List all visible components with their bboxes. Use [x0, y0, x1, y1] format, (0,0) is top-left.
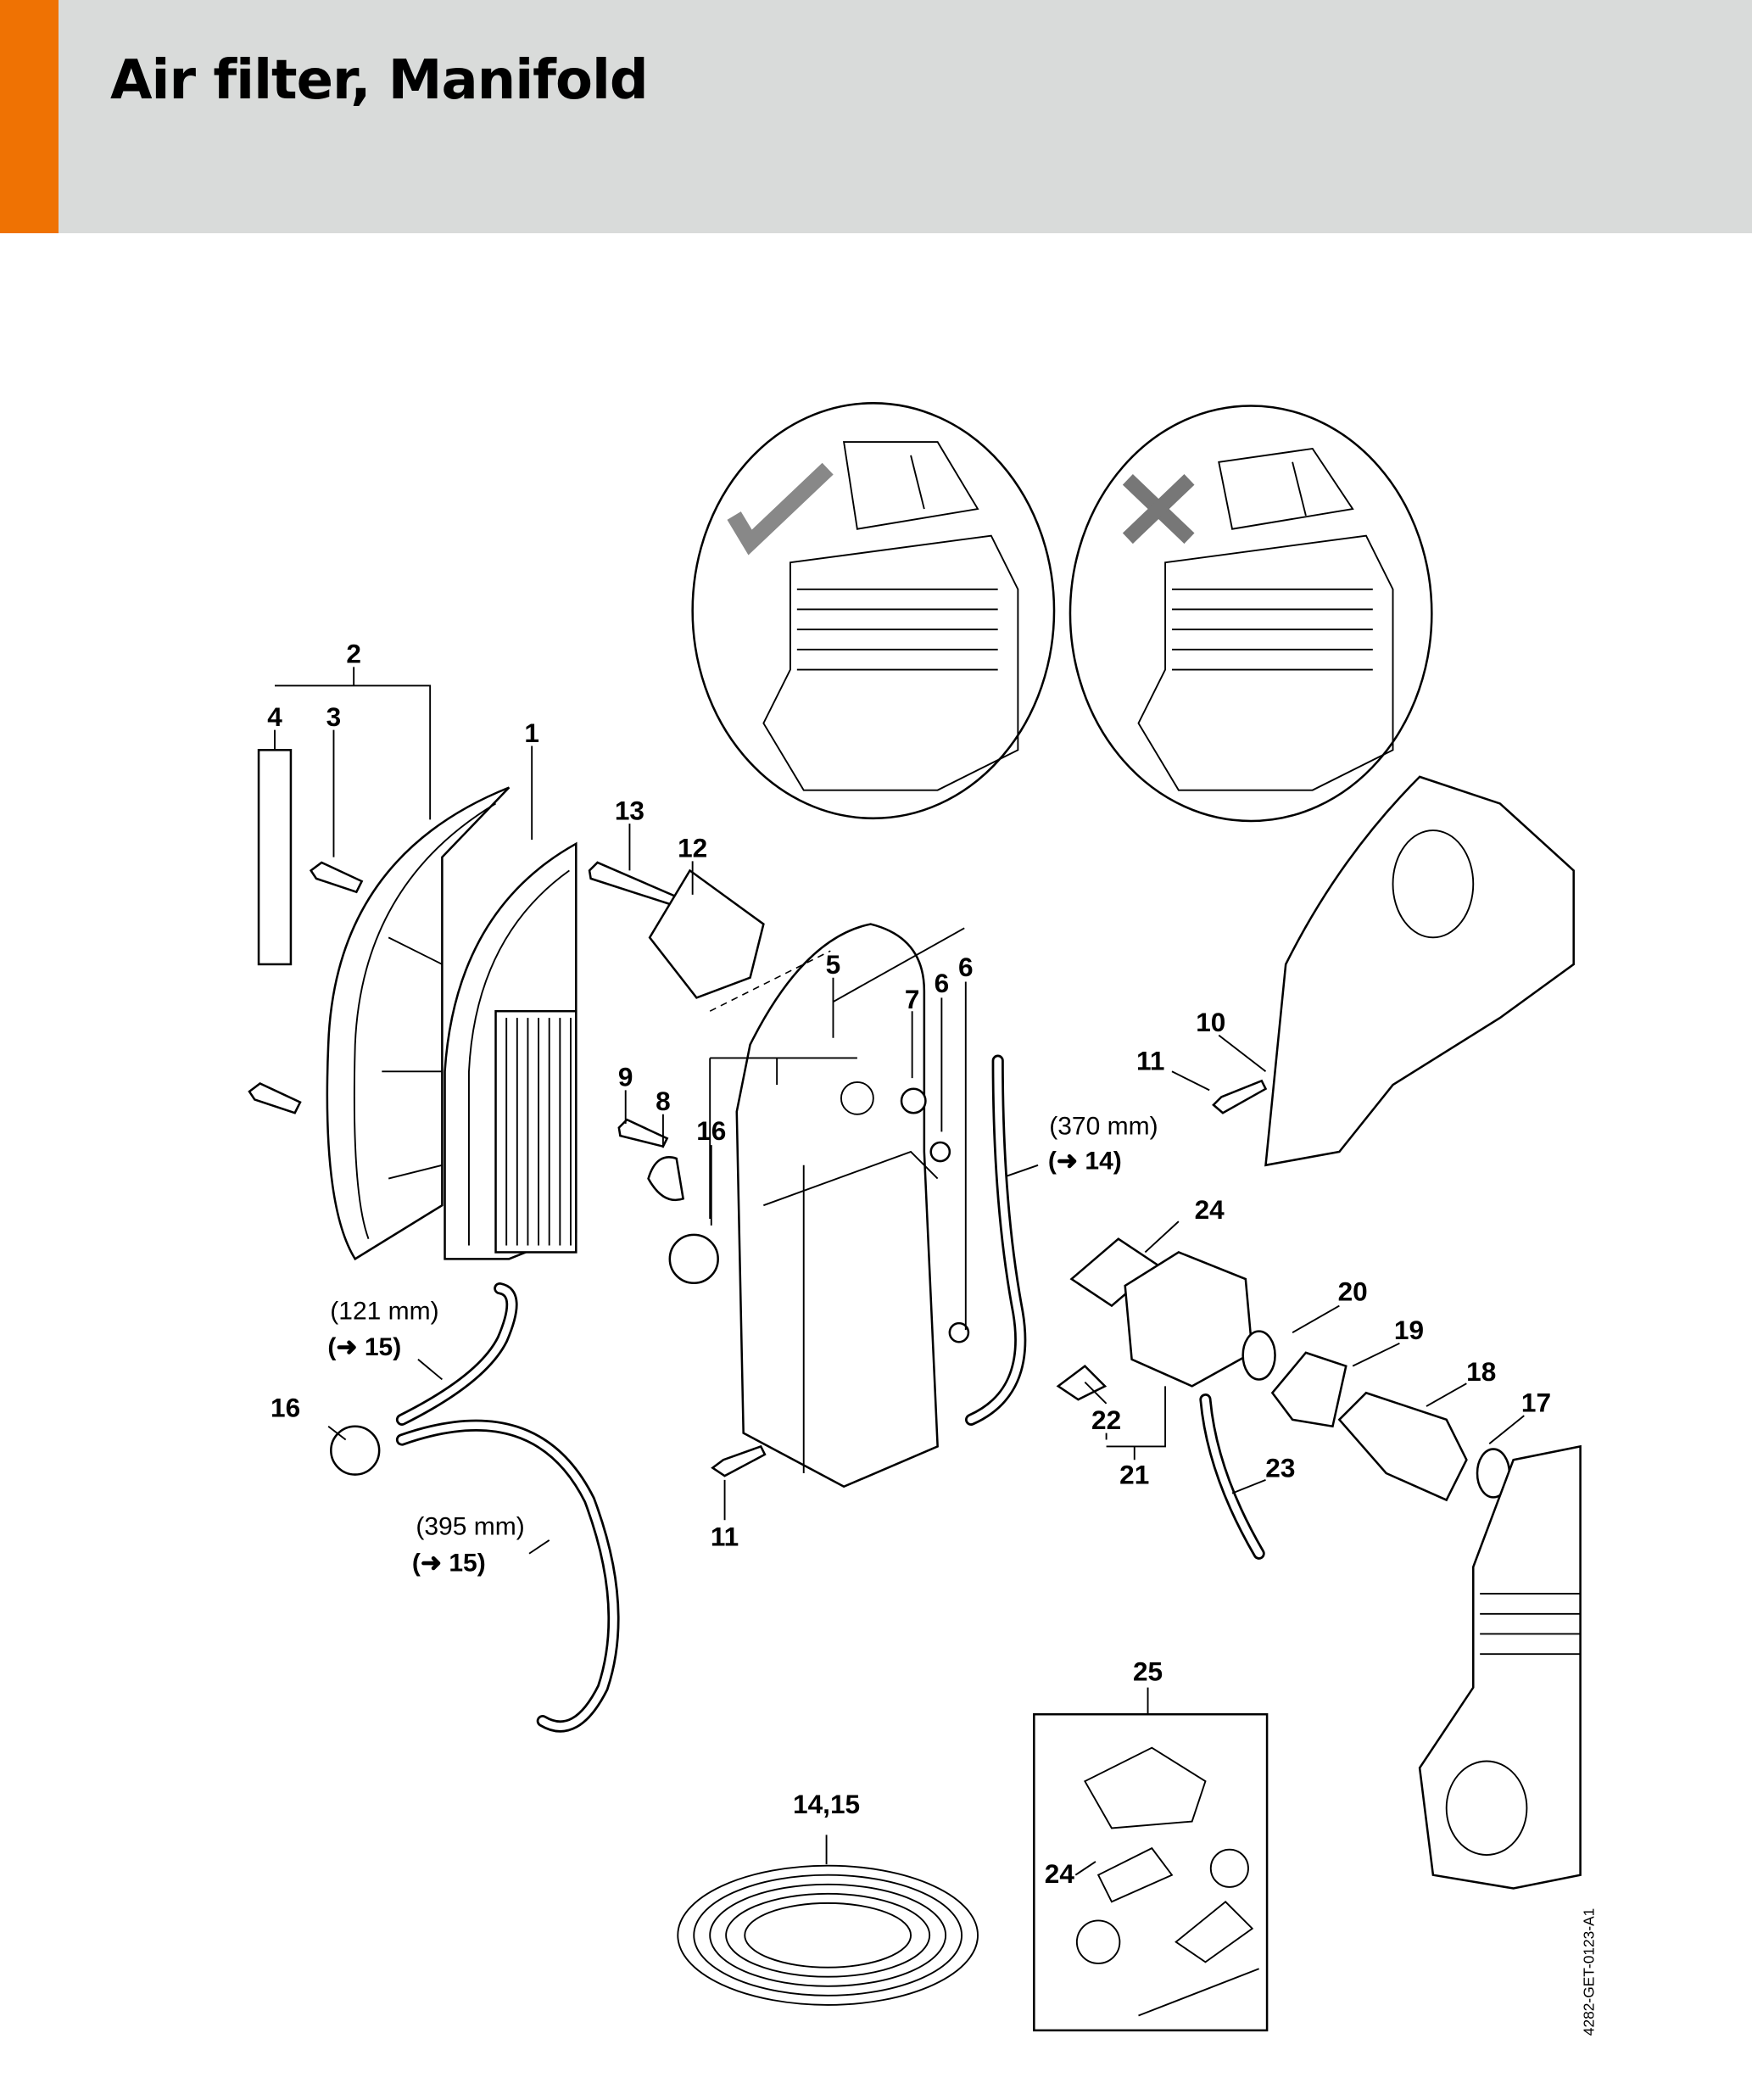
callout-7: 7: [905, 984, 920, 1014]
callout-11: 11: [1136, 1046, 1164, 1076]
callout-10: 10: [1196, 1007, 1225, 1037]
callout-24: 24: [1195, 1194, 1225, 1225]
air-filter: [444, 841, 577, 1260]
callout-2: 2: [346, 639, 361, 669]
bracket: [648, 868, 765, 999]
callout-12: 12: [678, 833, 707, 863]
hose-reference: (➜ 15): [327, 1333, 401, 1361]
hose-length-note: (121 mm): [330, 1297, 438, 1325]
callout-24: 24: [1045, 1858, 1075, 1889]
retainer: [647, 1156, 685, 1202]
callout-9: 9: [618, 1062, 633, 1092]
hose-reference: (➜ 15): [412, 1549, 486, 1577]
callout-6: 6: [958, 952, 974, 982]
callout-6: 6: [935, 968, 950, 998]
callout-1: 1: [524, 718, 539, 748]
grommet: [900, 1087, 927, 1114]
callout-20: 20: [1338, 1276, 1368, 1306]
callout-25: 25: [1133, 1656, 1163, 1687]
gasket-kit-parts: [1075, 1746, 1259, 2017]
callout-16: 16: [271, 1393, 300, 1423]
callout-8: 8: [656, 1086, 671, 1116]
hose-coil: [677, 1864, 979, 2006]
dashed-guide: [709, 950, 831, 1012]
callout-4: 4: [267, 701, 282, 732]
base-plate: [735, 923, 939, 1488]
shroud: [1264, 775, 1575, 1167]
page-title: Air filter, Manifold: [110, 49, 649, 112]
callout-21: 21: [1119, 1460, 1149, 1490]
callout-22: 22: [1091, 1405, 1121, 1435]
hose-reference: (➜ 14): [1048, 1148, 1122, 1176]
hose-length-note: (370 mm): [1049, 1112, 1158, 1140]
screws: [248, 861, 1268, 1477]
hose-length-note: (395 mm): [416, 1513, 524, 1541]
ring: [1241, 1330, 1276, 1381]
gasket-kit-box: [1033, 1712, 1269, 2032]
callout-11: 11: [711, 1521, 739, 1551]
accent-bar: [0, 0, 59, 233]
callout-3: 3: [326, 701, 342, 732]
reference-code: 4282-GET-0123-A1: [1580, 1908, 1597, 2036]
callout-16: 16: [696, 1115, 726, 1146]
correct-cylinder-inset: [691, 402, 1056, 820]
cross-mark-icon: [1122, 474, 1195, 545]
label-sticker: [257, 749, 293, 966]
fuel-pump: [668, 1233, 719, 1285]
page-header: [0, 0, 1752, 233]
incorrect-cylinder-inset: [1068, 405, 1433, 823]
air-filter-cover: [326, 786, 511, 1261]
grommet: [929, 1141, 951, 1163]
callout-13: 13: [615, 795, 644, 825]
flange: [1270, 1351, 1347, 1428]
callout-18: 18: [1466, 1356, 1496, 1387]
leader-lines: [274, 667, 1525, 1876]
callout-17: 17: [1521, 1387, 1551, 1417]
grommet: [948, 1321, 970, 1343]
callout-19: 19: [1394, 1315, 1424, 1345]
callout-23: 23: [1265, 1453, 1295, 1483]
callout-5: 5: [826, 949, 841, 980]
callout-14-15: 14,15: [793, 1789, 860, 1819]
manifold: [1337, 1391, 1468, 1502]
check-mark-icon: [727, 462, 834, 556]
engine-block: [1418, 1444, 1582, 1890]
